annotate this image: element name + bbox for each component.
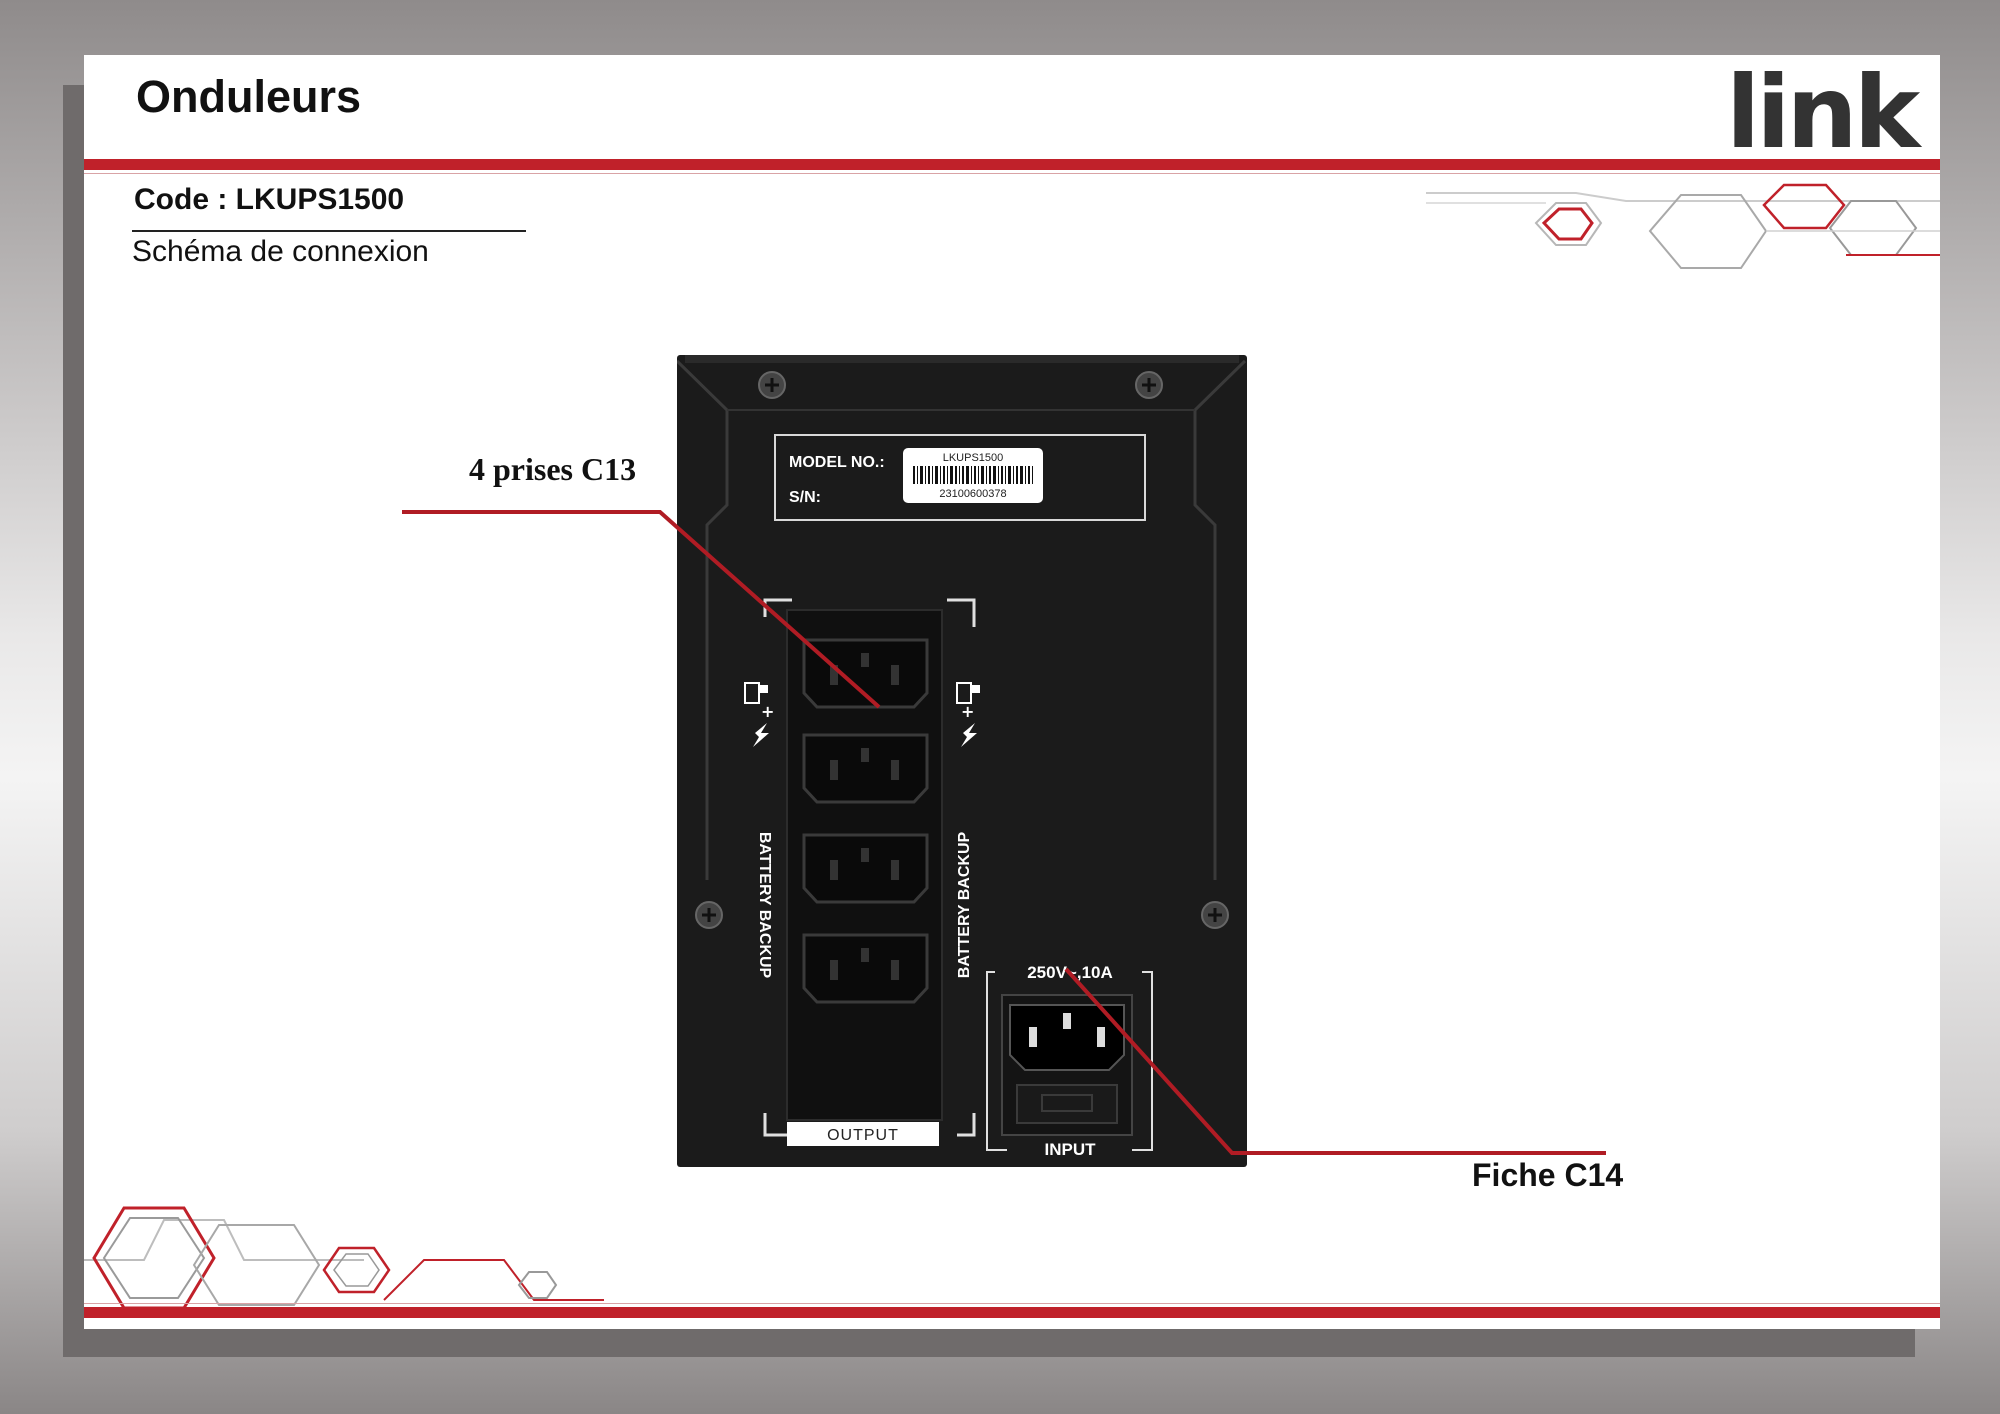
c13-outlet: [802, 933, 929, 1004]
barcode-sticker: LKUPS1500 23100600378: [903, 448, 1043, 503]
svg-text:+: +: [961, 702, 974, 721]
battery-backup-label-left: BATTERY BACKUP: [756, 832, 773, 979]
c13-outlet: [802, 733, 929, 804]
code-underline: [132, 230, 526, 232]
model-value: LKUPS1500: [943, 452, 1004, 464]
c13-outlet: [802, 833, 929, 904]
svg-text:+: +: [761, 702, 774, 721]
hexagon-decoration-top: [1426, 183, 1940, 269]
battery-backup-label-right: BATTERY BACKUP: [956, 831, 973, 978]
footer-thin-line: [84, 1303, 1940, 1304]
sn-value: 23100600378: [939, 488, 1006, 500]
screw-icon: [1135, 371, 1163, 399]
ups-rear-panel: MODEL NO.: S/N: LKUPS1500 23100600378: [677, 355, 1247, 1167]
outlets-callout-label: 4 prises C13: [469, 451, 637, 487]
input-label: INPUT: [1045, 1140, 1097, 1159]
section-subtitle: Schéma de connexion: [132, 235, 429, 268]
screw-icon: [758, 371, 786, 399]
hexagon-decoration-bottom: [84, 1206, 604, 1311]
input-rating: 250V~,10A: [1027, 963, 1113, 982]
c14-inlet: [1001, 994, 1133, 1136]
header-thin-line: [84, 173, 1940, 174]
screw-icon: [1201, 901, 1229, 929]
inlet-callout-label: Fiche C14: [1472, 1157, 1624, 1193]
slide: Onduleurs link Code : LKUPS1500 Schéma d…: [84, 55, 1940, 1329]
output-label: OUTPUT: [827, 1127, 899, 1144]
c13-outlet: [802, 638, 929, 709]
battery-icon: +: [956, 682, 980, 747]
model-label: MODEL NO.:: [789, 454, 885, 471]
header-red-bar: [84, 159, 1940, 170]
brand-logo: link: [1726, 55, 1920, 171]
page-title: Onduleurs: [136, 71, 362, 122]
screw-icon: [695, 901, 723, 929]
product-code: Code : LKUPS1500: [134, 183, 405, 216]
sn-label: S/N:: [789, 489, 821, 506]
footer-red-bar: [84, 1307, 1940, 1318]
